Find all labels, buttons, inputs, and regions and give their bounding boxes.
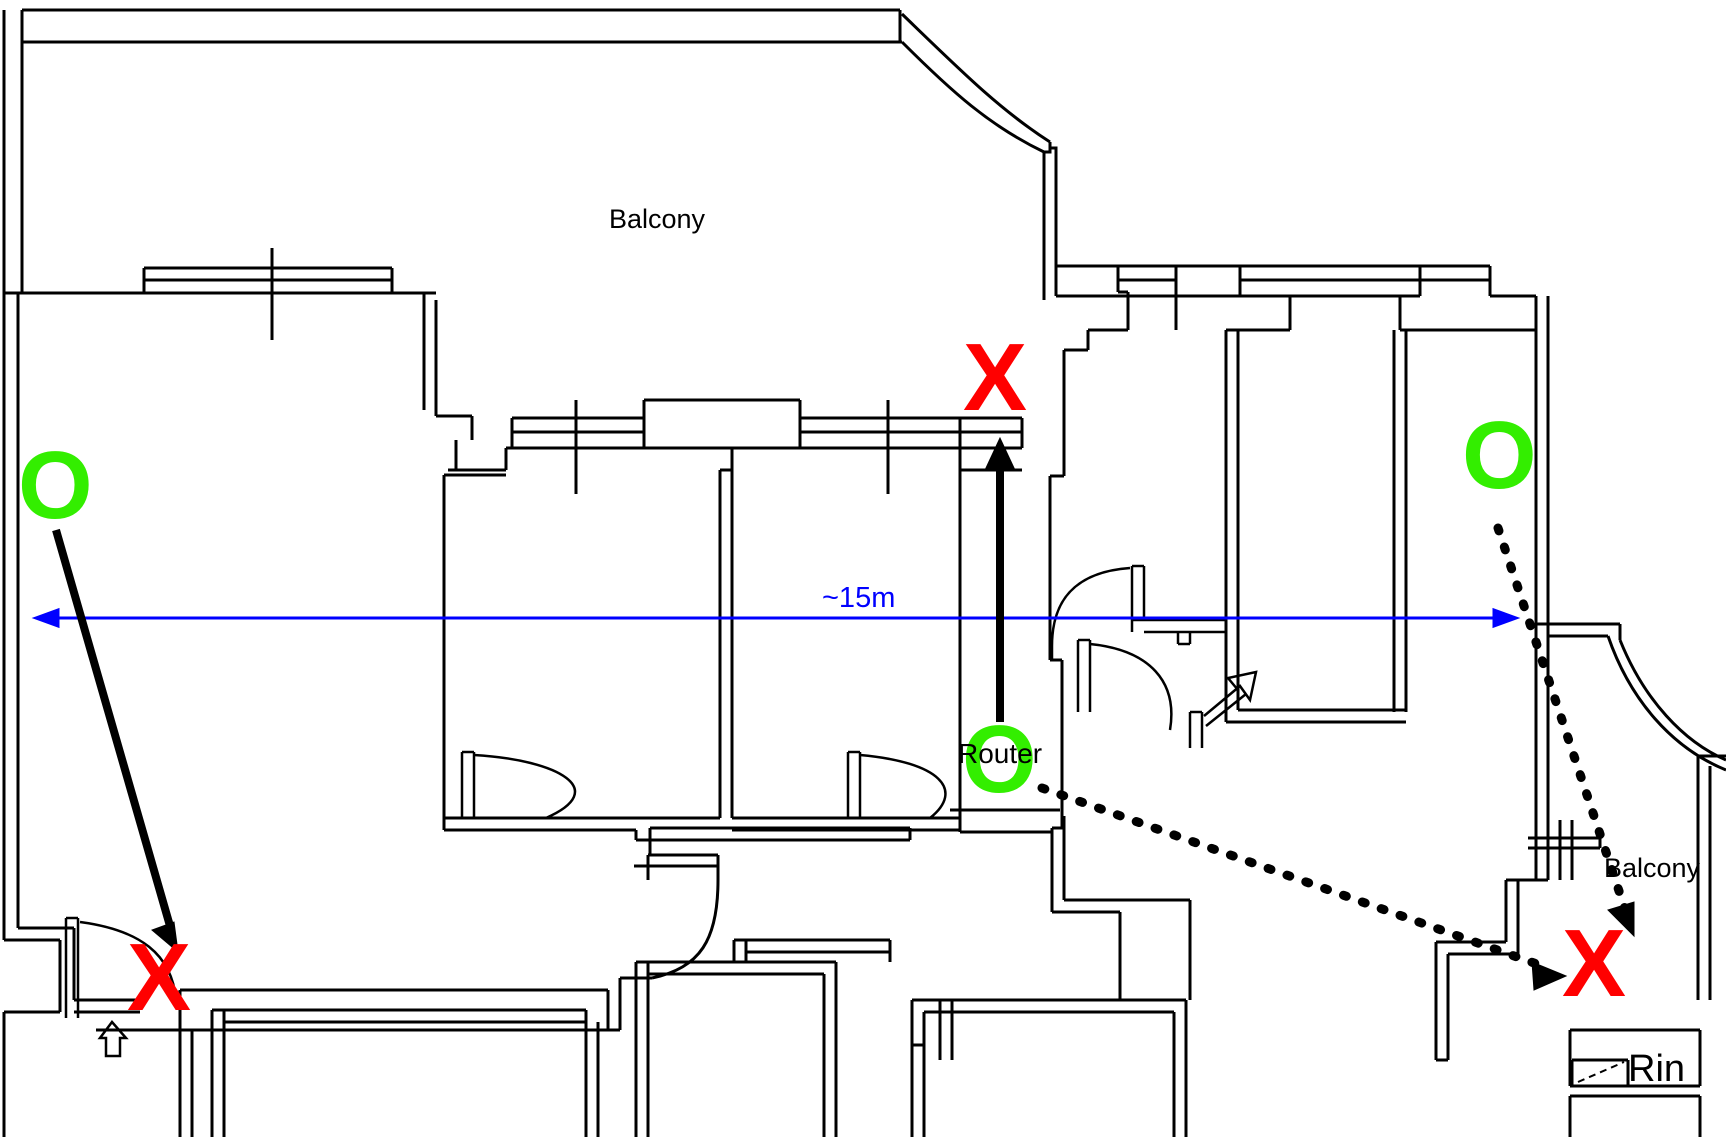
- right-rooms: [1048, 264, 1538, 828]
- bottom-right-corner: [1434, 820, 1702, 1137]
- hallway-center: [442, 818, 960, 856]
- door-swings-bedroom2: [846, 750, 947, 819]
- bath-center: [634, 938, 892, 1137]
- stair-icon: [1577, 1061, 1625, 1083]
- central-band: [510, 398, 1024, 494]
- bedrooms-center: [442, 446, 1022, 820]
- marker-o-right[interactable]: O: [1462, 402, 1537, 509]
- distance-arrow: [31, 607, 1521, 629]
- dotted-arrows: [1037, 523, 1635, 991]
- room-label-balcony-right: Balcony: [1604, 853, 1701, 883]
- upper-middle-walls: [422, 291, 474, 472]
- door-swing-bottom-left: [64, 916, 178, 1018]
- door-swing-right-lower: [1076, 638, 1173, 731]
- door-swings-right: [1050, 564, 1226, 660]
- door-swings-bedrooms: [444, 750, 577, 820]
- marker-x-center[interactable]: X: [963, 324, 1028, 431]
- window-band-top-left: [142, 248, 394, 340]
- room-label-balcony-top: Balcony: [609, 204, 706, 234]
- marker-x-bottom-left[interactable]: X: [127, 924, 192, 1031]
- marker-o-router[interactable]: O: [962, 706, 1037, 813]
- left-outer-walls: [2, 293, 140, 1137]
- distance-label: ~15m: [822, 582, 896, 614]
- right-balcony-walls: [1534, 296, 1726, 1000]
- marker-o-left[interactable]: O: [18, 432, 93, 539]
- corridor-structures: [950, 808, 1192, 1000]
- balcony-top-walls: [2, 8, 1058, 300]
- solid-arrows: [52, 436, 1015, 954]
- lower-center-rooms: [96, 853, 720, 1137]
- router-label: Router: [958, 738, 1043, 769]
- north-arrow-icon: [97, 1020, 129, 1058]
- compass-arrow-icon: [1188, 670, 1258, 748]
- bottom-right-rooms: [910, 998, 1188, 1137]
- room-label-rin: Rin: [1628, 1048, 1686, 1090]
- marker-x-bottom-right[interactable]: X: [1562, 910, 1627, 1017]
